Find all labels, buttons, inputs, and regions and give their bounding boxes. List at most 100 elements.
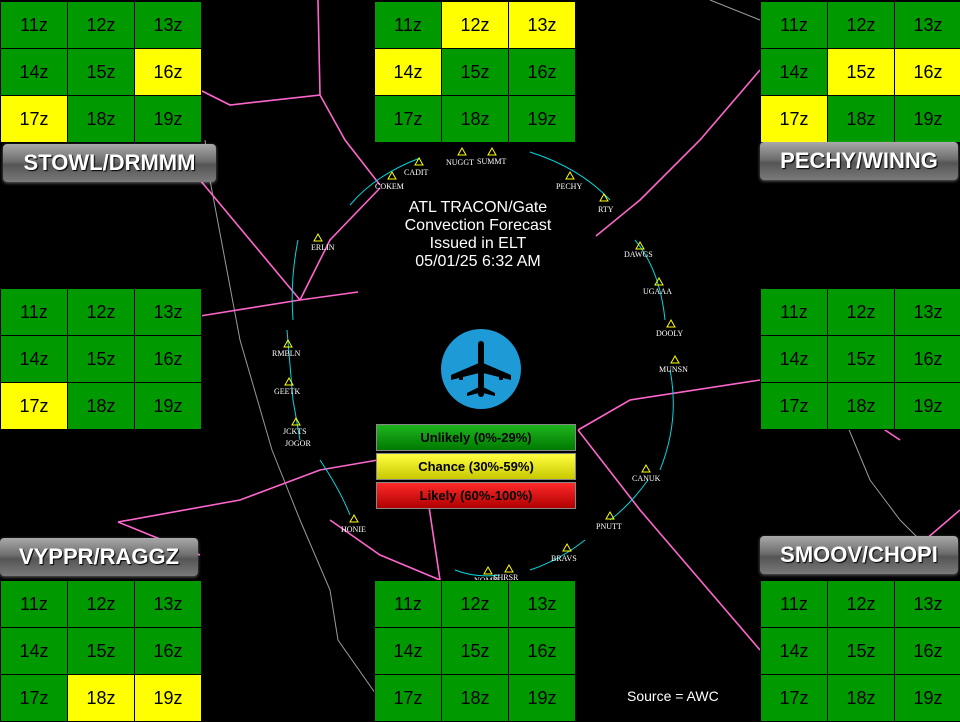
forecast-cell: 17z (375, 675, 441, 721)
fix-label-nuggt: NUGGT (446, 158, 474, 167)
fix-jckts: JCKTS (283, 416, 307, 436)
forecast-cell: 18z (828, 96, 894, 142)
forecast-cell: 12z (442, 2, 508, 48)
forecast-cell: 17z (761, 383, 827, 429)
fix-label-erlin: ERLIN (311, 243, 335, 252)
fix-label-pnutt: PNUTT (596, 522, 622, 531)
probability-legend: Unlikely (0%-29%) Chance (30%-59%) Likel… (376, 424, 576, 511)
forecast-cell: 19z (509, 675, 575, 721)
forecast-cell: 13z (135, 2, 201, 48)
forecast-cell: 19z (135, 383, 201, 429)
forecast-cell: 12z (68, 581, 134, 627)
forecast-cell: 19z (895, 96, 960, 142)
fix-label-cadit: CADIT (404, 168, 429, 177)
forecast-cell: 13z (135, 289, 201, 335)
title-issued-time: 05/01/25 6:32 AM (415, 253, 541, 270)
forecast-cell: 19z (895, 675, 960, 721)
forecast-cell: 13z (895, 581, 960, 627)
forecast-cell: 11z (1, 289, 67, 335)
fix-jogor: JOGOR (285, 439, 311, 448)
forecast-cell: 11z (761, 289, 827, 335)
fix-dawgs: DAWGS (624, 240, 653, 259)
forecast-cell: 17z (761, 675, 827, 721)
forecast-cell: 12z (442, 581, 508, 627)
forecast-cell: 13z (135, 581, 201, 627)
fix-bravs: BRAVS (551, 542, 577, 563)
fix-label-bravs: BRAVS (551, 554, 577, 563)
forecast-cell: 16z (895, 336, 960, 382)
fix-summt: SUMMT (477, 146, 506, 166)
fix-label-dawgs: DAWGS (624, 250, 653, 259)
forecast-cell: 12z (68, 289, 134, 335)
forecast-cell: 16z (135, 49, 201, 95)
fix-canuk: CANUK (632, 463, 661, 483)
fix-label-jckts: JCKTS (283, 427, 307, 436)
forecast-cell: 18z (442, 675, 508, 721)
forecast-cell: 16z (135, 628, 201, 674)
forecast-cell: 12z (828, 289, 894, 335)
forecast-title: ATL TRACON/Gate Convection Forecast Issu… (378, 199, 578, 271)
forecast-cell: 17z (375, 96, 441, 142)
gate-label-se: SMOOV/CHOPI (760, 536, 958, 574)
forecast-cell: 16z (135, 336, 201, 382)
forecast-cell: 16z (895, 49, 960, 95)
forecast-cell: 16z (509, 628, 575, 674)
forecast-cell: 11z (375, 581, 441, 627)
forecast-cell: 16z (509, 49, 575, 95)
fix-label-jogor: JOGOR (285, 439, 311, 448)
source-label: Source = AWC (627, 688, 719, 704)
fix-label-ugaaa: UGAAA (643, 287, 672, 296)
forecast-cell: 18z (68, 675, 134, 721)
title-line-3: Issued in ELT (429, 235, 527, 252)
forecast-cell: 13z (895, 2, 960, 48)
title-line-2: Convection Forecast (404, 217, 552, 234)
fix-pnutt: PNUTT (596, 510, 622, 531)
airplane-icon (441, 329, 521, 409)
fix-rty: RTY (598, 192, 614, 214)
forecast-cell: 18z (68, 96, 134, 142)
forecast-cell: 13z (509, 581, 575, 627)
fix-cokem: COKEM (375, 170, 404, 191)
forecast-cell: 19z (509, 96, 575, 142)
fix-label-rmbln: RMBLN (272, 349, 301, 358)
fix-label-dooly: DOOLY (656, 329, 683, 338)
forecast-cell: 14z (1, 628, 67, 674)
forecast-cell: 13z (509, 2, 575, 48)
fix-dooly: DOOLY (656, 318, 683, 338)
forecast-cell: 16z (895, 628, 960, 674)
forecast-cell: 19z (135, 96, 201, 142)
forecast-cell: 18z (828, 383, 894, 429)
forecast-cell: 11z (1, 581, 67, 627)
forecast-cell: 18z (442, 96, 508, 142)
forecast-cell: 14z (761, 49, 827, 95)
fix-label-pechy: PECHY (556, 182, 582, 191)
fix-erlin: ERLIN (311, 232, 335, 252)
fix-ugaaa: UGAAA (643, 276, 672, 296)
fix-munsn: MUNSN (659, 354, 688, 374)
forecast-cell: 15z (442, 49, 508, 95)
forecast-cell: 14z (375, 628, 441, 674)
forecast-cell: 14z (1, 49, 67, 95)
fix-shrsr: SHRSR (493, 563, 519, 582)
forecast-cell: 15z (828, 49, 894, 95)
fix-label-cokem: COKEM (375, 182, 404, 191)
fix-label-rty: RTY (598, 205, 614, 214)
forecast-cell: 19z (135, 675, 201, 721)
fix-label-geetk: GEETK (274, 387, 300, 396)
forecast-cell: 17z (761, 96, 827, 142)
forecast-cell: 11z (375, 2, 441, 48)
forecast-cell: 15z (828, 628, 894, 674)
forecast-cell: 17z (1, 96, 67, 142)
gate-label-nw: STOWL/DRMMM (3, 144, 216, 182)
legend-likely: Likely (60%-100%) (376, 482, 576, 509)
forecast-cell: 12z (828, 581, 894, 627)
fix-label-summt: SUMMT (477, 157, 506, 166)
forecast-cell: 15z (828, 336, 894, 382)
legend-chance: Chance (30%-59%) (376, 453, 576, 480)
forecast-cell: 14z (375, 49, 441, 95)
